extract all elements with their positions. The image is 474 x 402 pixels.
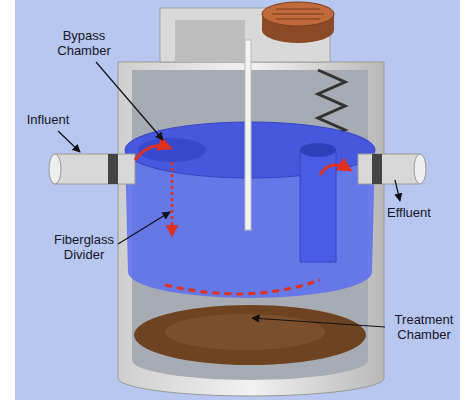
influent-pipe	[55, 154, 135, 184]
leader-line	[252, 318, 385, 327]
leader-line	[58, 131, 80, 152]
part-label: Treatment Chamber	[390, 312, 458, 342]
sediment	[134, 305, 366, 365]
part-label: Fiberglass Divider	[48, 232, 120, 262]
leader-line	[118, 212, 170, 244]
background	[15, 0, 460, 400]
effluent-pipe	[358, 154, 420, 184]
leader-line	[96, 62, 163, 140]
part-label: Effluent	[380, 205, 438, 220]
leader-line	[395, 180, 400, 201]
manhole-cover	[262, 2, 334, 26]
part-label: Influent	[20, 112, 76, 127]
part-label: Bypass Chamber	[52, 28, 116, 58]
